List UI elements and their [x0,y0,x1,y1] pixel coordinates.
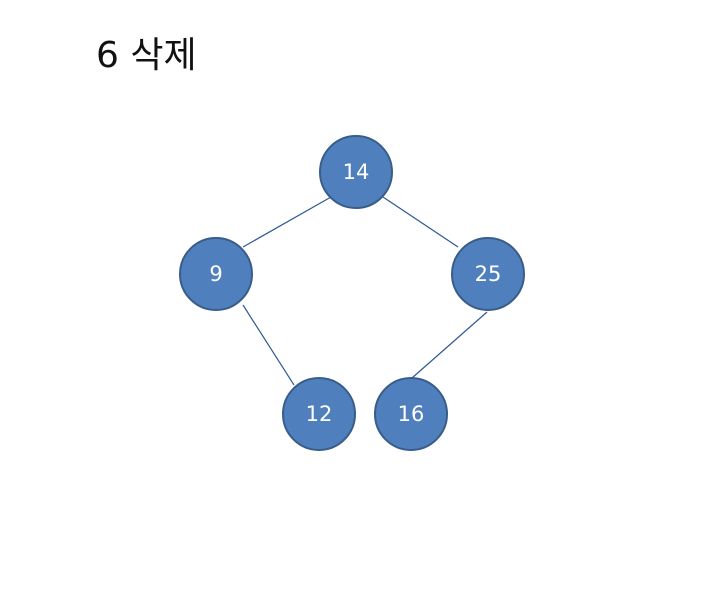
tree-node-label: 25 [475,262,502,286]
tree-node-14: 14 [319,135,393,209]
tree-nodes: 14 9 25 12 16 [179,135,525,451]
tree-node-label: 9 [209,262,222,286]
edge-25-16 [411,311,488,379]
edge-9-12 [242,304,295,386]
tree-node-label: 12 [306,402,333,426]
tree-node-label: 16 [398,402,425,426]
edge-14-9 [242,196,332,248]
page-title: 6 삭제 [96,35,197,76]
edge-14-25 [382,196,459,248]
tree-node-25: 25 [451,237,525,311]
tree-node-12: 12 [282,377,356,451]
tree-node-16: 16 [374,377,448,451]
tree-node-label: 14 [343,160,370,184]
tree-node-9: 9 [179,237,253,311]
tree-edges [242,196,488,386]
